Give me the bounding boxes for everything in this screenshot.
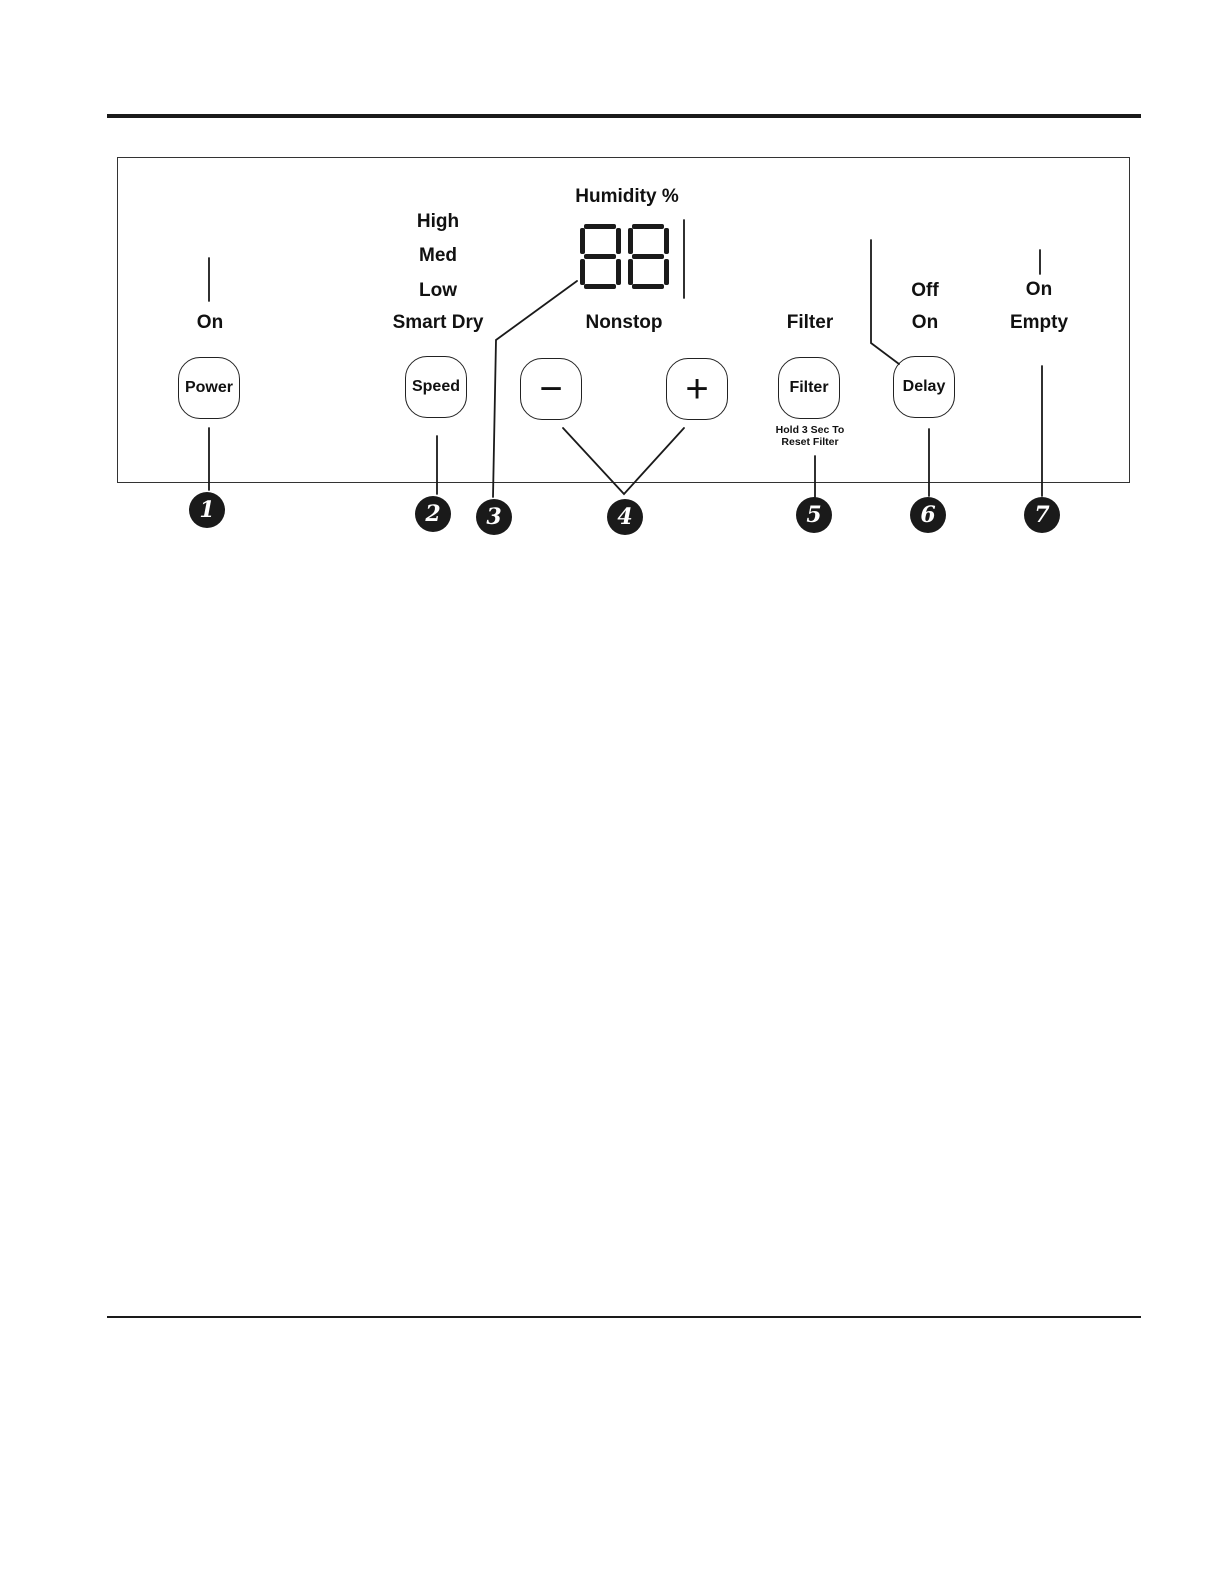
filter-indicator-label: Filter: [787, 313, 833, 332]
delay-on-label: On: [912, 313, 938, 332]
humidity-title: Humidity %: [575, 187, 678, 206]
callout-badge-7: 7: [1024, 497, 1060, 533]
callout-badge-4: 4: [607, 499, 643, 535]
decrease-button[interactable]: −: [520, 358, 582, 420]
bottom-rule: [107, 1316, 1141, 1318]
speed-smart-dry-label: Smart Dry: [393, 313, 484, 332]
callout-badge-6: 6: [910, 497, 946, 533]
increase-button[interactable]: +: [666, 358, 728, 420]
bucket-empty-label: Empty: [1010, 313, 1068, 332]
callout-badge-2: 2: [415, 496, 451, 532]
filter-hint-line1: Hold 3 Sec To: [776, 424, 845, 436]
filter-button[interactable]: Filter: [778, 357, 840, 419]
top-rule: [107, 114, 1141, 118]
humidity-digits-text: 88: [0, 0, 18, 4]
speed-button[interactable]: Speed: [405, 356, 467, 418]
filter-hint-line2: Reset Filter: [776, 436, 845, 448]
speed-med-label: Med: [419, 246, 457, 265]
callout-badge-5: 5: [796, 497, 832, 533]
filter-reset-hint: Hold 3 Sec To Reset Filter: [776, 424, 845, 448]
delay-button[interactable]: Delay: [893, 356, 955, 418]
speed-low-label: Low: [419, 281, 457, 300]
power-button[interactable]: Power: [178, 357, 240, 419]
bucket-on-label: On: [1026, 280, 1052, 299]
callout-badge-3: 3: [476, 499, 512, 535]
speed-high-label: High: [417, 212, 459, 231]
delay-off-label: Off: [911, 281, 938, 300]
nonstop-label: Nonstop: [585, 313, 662, 332]
callout-badge-1: 1: [189, 492, 225, 528]
power-on-indicator-label: On: [197, 313, 223, 332]
